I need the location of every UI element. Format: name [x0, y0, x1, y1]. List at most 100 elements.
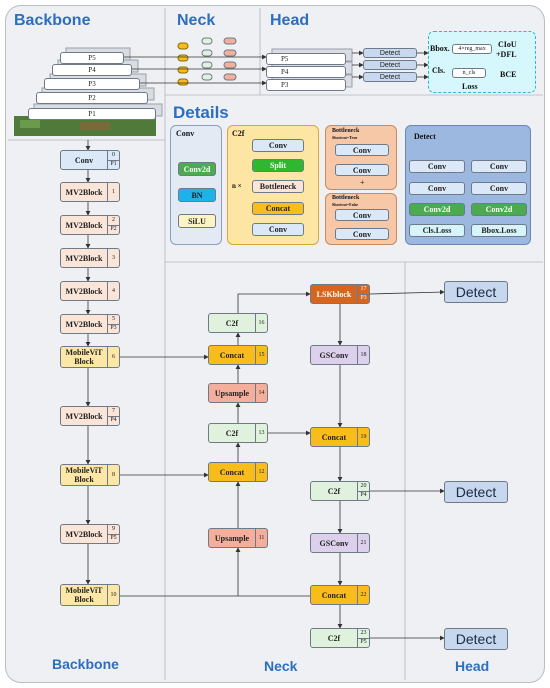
- overview-detect: Detect: [363, 48, 417, 58]
- neck-right-block: GSConv 18: [310, 345, 370, 365]
- block-label: GSConv: [319, 350, 349, 360]
- block-index: 21: [357, 534, 369, 552]
- layer-index: 19: [360, 433, 367, 440]
- block-index: 19: [357, 428, 369, 446]
- block-index: 18: [357, 346, 369, 364]
- neck-op-chip: [177, 54, 189, 62]
- block-label: MV2Block: [65, 220, 103, 230]
- layer-index: 23: [360, 629, 367, 636]
- block-label: LSKblock: [316, 289, 352, 299]
- block-label: MV2Block: [65, 187, 103, 197]
- block-label: MV2Block: [65, 253, 103, 263]
- block-label: C2f: [327, 486, 341, 496]
- bf-conv-2: Conv: [335, 228, 389, 240]
- block-index: 16: [255, 314, 267, 332]
- layer-index: 13: [258, 429, 265, 436]
- pyramid-layer: P2: [36, 92, 148, 104]
- block-label: Conv: [74, 155, 94, 165]
- conv2d-block: Conv2d: [178, 162, 216, 176]
- layer-index: 0: [112, 151, 115, 158]
- block-label: C2f: [225, 318, 239, 328]
- block-index: 12: [255, 463, 267, 481]
- layer-index: 11: [258, 534, 265, 541]
- layer-index: 15: [258, 351, 265, 358]
- neck-left-block: Concat 15: [208, 345, 268, 365]
- neck-op-chip: [177, 78, 189, 86]
- detect-left-1: Conv: [409, 182, 465, 195]
- bce-label: BCE: [500, 70, 517, 79]
- neck-stack-layer: P5: [266, 53, 346, 65]
- detect-right-3: Bbox.Loss: [471, 224, 527, 237]
- neck-left-block: C2f 16: [208, 313, 268, 333]
- level-label: P3: [358, 293, 369, 304]
- ncls-box: n_cls: [452, 68, 486, 78]
- level-label: P5: [108, 533, 119, 544]
- detect-head: Detect: [444, 281, 508, 303]
- detect-left-3: Cls.Loss: [409, 224, 465, 237]
- reg-box: 4×reg_max: [452, 44, 492, 54]
- block-label: GSConv: [319, 538, 349, 548]
- level-label: P4: [108, 415, 119, 426]
- level-label: P4: [358, 490, 369, 501]
- conv-detail-title: Conv: [176, 129, 195, 138]
- satellite-field: [80, 122, 110, 130]
- bn-block: BN: [178, 188, 216, 202]
- layer-index: 12: [258, 468, 265, 475]
- c2f-conv-out: Conv: [252, 223, 304, 236]
- neck-left-block: C2f 13: [208, 423, 268, 443]
- ciou-label: CIoU: [498, 40, 517, 49]
- detect-left-2: Conv2d: [409, 203, 465, 216]
- block-label: MobileViT Block: [65, 348, 103, 366]
- backbone-block: MV2Block 3: [60, 248, 120, 268]
- concat-block: Concat: [252, 202, 304, 215]
- block-index: 8: [107, 465, 119, 485]
- layer-index: 21: [360, 539, 367, 546]
- block-index: 10: [107, 585, 119, 605]
- c2f-detail-title: C2f: [232, 129, 245, 138]
- detect-right-1: Conv: [471, 182, 527, 195]
- block-label: MV2Block: [65, 319, 103, 329]
- neck-left-block: Concat 12: [208, 462, 268, 482]
- bottleneck-true-sub: Shortcut=True: [332, 135, 358, 140]
- bottleneck-true-title: Bottleneck: [332, 128, 360, 134]
- backbone-title: Backbone: [14, 12, 91, 29]
- level-label: P3: [108, 323, 119, 334]
- block-label: C2f: [327, 633, 341, 643]
- layer-index: 4: [112, 287, 115, 294]
- neck-op-chip: [201, 73, 213, 81]
- block-index: 6: [107, 347, 119, 367]
- bottleneck-true-panel: [325, 125, 397, 190]
- layer-index: 3: [112, 254, 115, 261]
- detect-detail-title: Detect: [414, 132, 436, 141]
- layer-index: 8: [112, 471, 115, 478]
- block-label: Upsample: [214, 388, 250, 398]
- split-block: Split: [252, 159, 304, 172]
- block-label: MobileViT Block: [65, 586, 103, 604]
- detect-left-0: Conv: [409, 160, 465, 173]
- c2f-repeat-label: n ×: [232, 182, 242, 190]
- block-label: Concat: [321, 590, 347, 600]
- bottleneck-block: Bottleneck: [252, 180, 304, 193]
- block-label: Concat: [219, 467, 245, 477]
- detect-head: Detect: [444, 481, 508, 503]
- overview-detect: Detect: [363, 60, 417, 70]
- block-index: 3: [107, 249, 119, 267]
- bottom-neck-title: Neck: [264, 658, 298, 674]
- bbox-label: Bbox.: [430, 44, 450, 53]
- layer-index: 16: [258, 319, 265, 326]
- bottleneck-false-sub: Shortcut=False: [332, 202, 359, 207]
- block-label: Concat: [219, 350, 245, 360]
- block-index: 13: [255, 424, 267, 442]
- block-label: C2f: [225, 428, 239, 438]
- level-label: P5: [358, 637, 369, 648]
